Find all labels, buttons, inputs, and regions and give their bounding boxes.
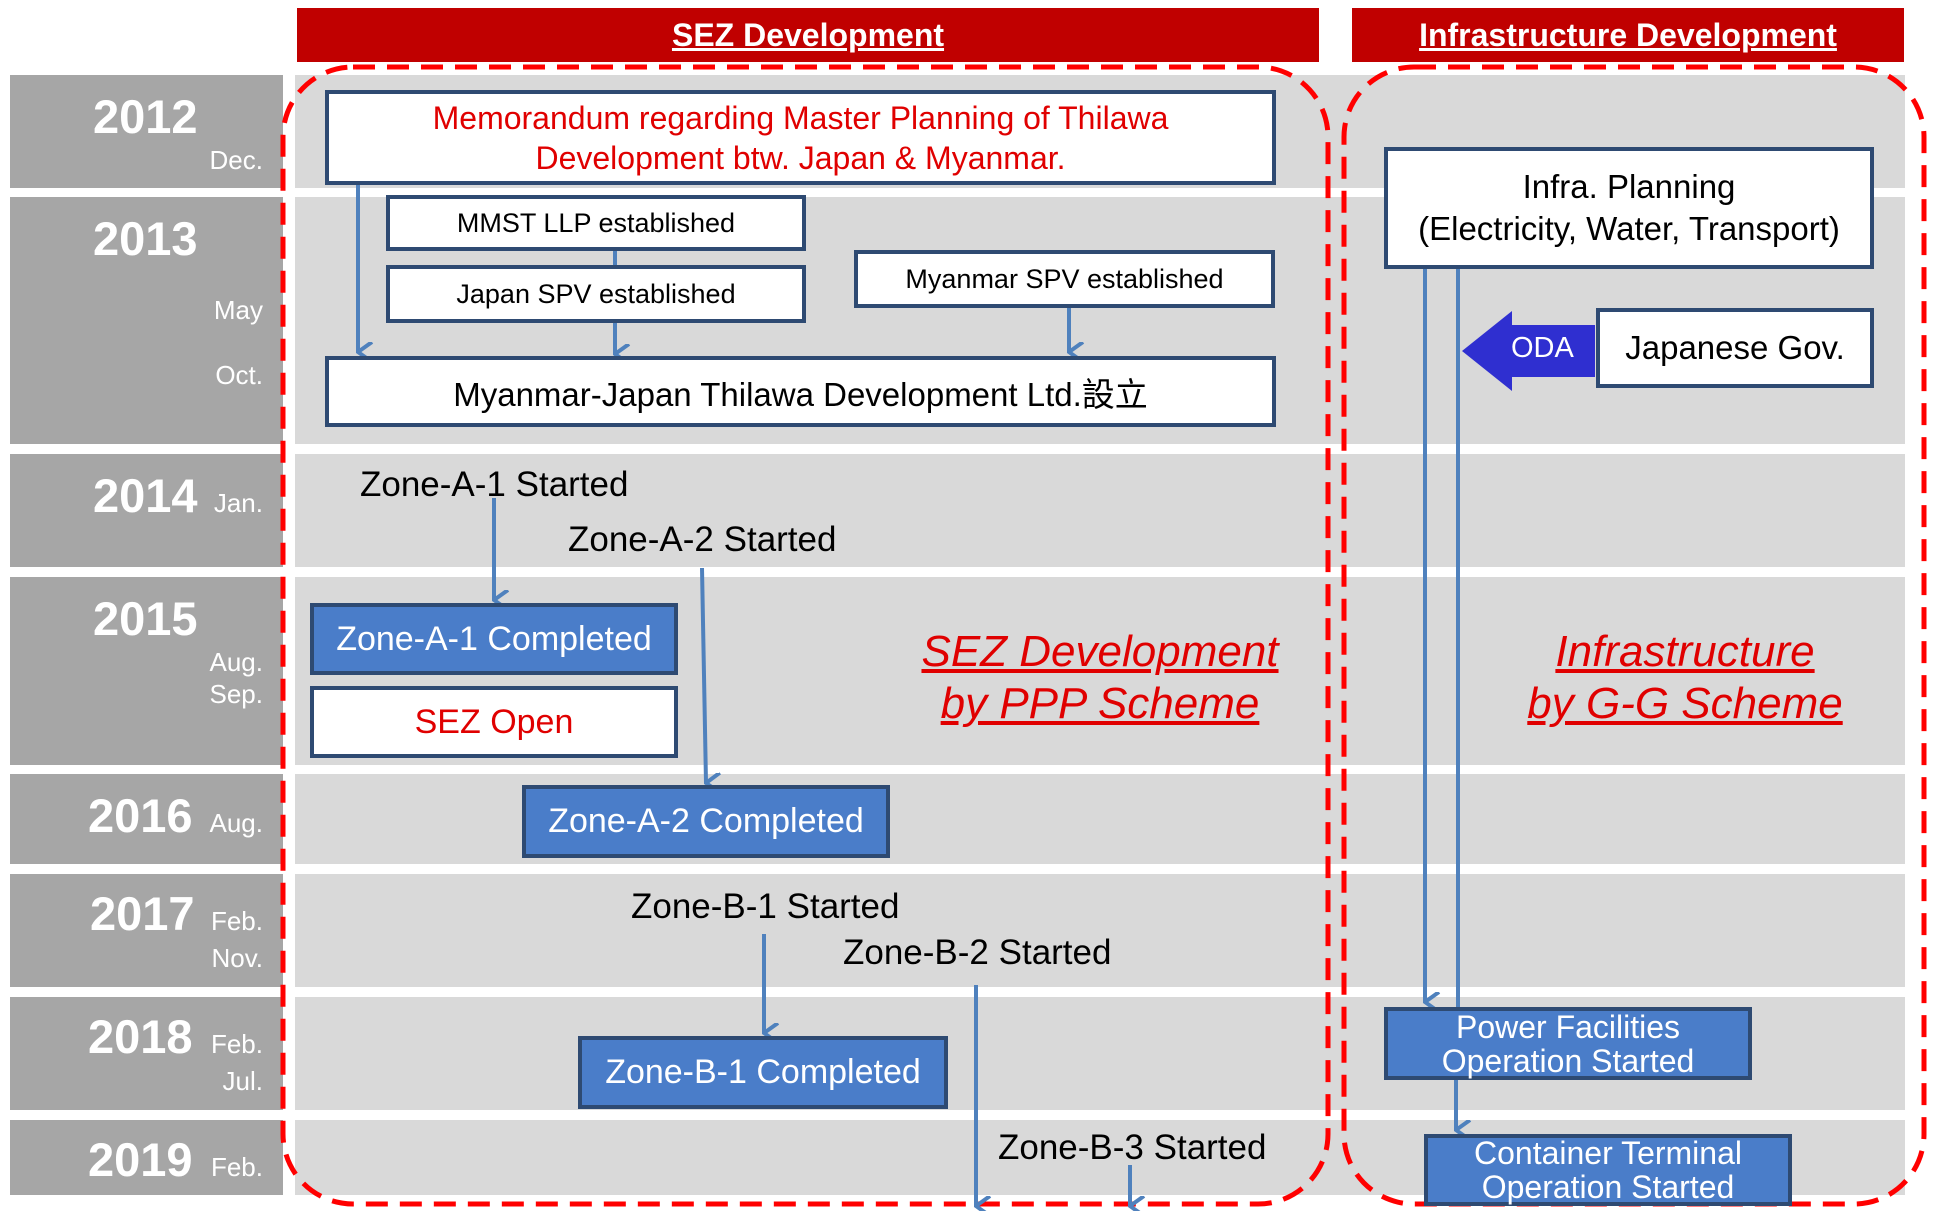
year-label: 2018 — [88, 1010, 193, 1063]
row-band-2014 — [295, 454, 1905, 567]
month-label: Oct. — [215, 360, 263, 390]
sez-region-border — [280, 64, 1331, 1207]
year-label: 2017 — [90, 887, 195, 940]
japan-spv-box: Japan SPV established — [386, 265, 806, 323]
year-label: 2019 — [88, 1133, 193, 1186]
zone-a2-completed-box: Zone-A-2 Completed — [522, 785, 890, 858]
year-row-2018: 2018 Feb. Jul. — [10, 997, 283, 1110]
infra-scheme-label: Infrastructure by G-G Scheme — [1480, 626, 1890, 730]
infra-scheme-line1: Infrastructure — [1555, 627, 1815, 676]
myanmar-spv-box: Myanmar SPV established — [854, 250, 1275, 308]
arrow-a2-started-to-completed — [700, 567, 706, 783]
year-row-2016: 2016 Aug. — [10, 774, 283, 864]
year-label: 2014 — [93, 469, 198, 522]
container-line1: Container Terminal — [1474, 1135, 1742, 1171]
oda-arrow-shape — [1462, 311, 1595, 391]
zone-b1-completed-box: Zone-B-1 Completed — [578, 1036, 948, 1109]
oda-label: ODA — [1511, 332, 1574, 364]
year-row-2017: 2017 Feb. Nov. — [10, 874, 283, 987]
memorandum-box: Memorandum regarding Master Planning of … — [325, 90, 1276, 185]
year-label: 2012 — [93, 90, 198, 143]
sez-scheme-line1: SEZ Development — [921, 627, 1279, 676]
infrastructure-development-header: Infrastructure Development — [1352, 8, 1904, 62]
year-label: 2013 — [93, 212, 198, 265]
power-line1: Power Facilities — [1455, 1008, 1681, 1045]
mmst-llp-box: MMST LLP established — [386, 195, 806, 251]
year-row-2013: 2013 May Oct. — [10, 197, 283, 444]
month-label: Feb. — [210, 906, 263, 936]
year-label: 2016 — [88, 789, 193, 842]
infra-planning-line2: (Electricity, Water, Transport) — [1418, 210, 1840, 247]
container-terminal-box: Container Terminal Operation Started — [1424, 1134, 1792, 1206]
mjtd-box: Myanmar-Japan Thilawa Development Ltd.設立 — [325, 356, 1276, 427]
power-line2: Operation Started — [1441, 1042, 1695, 1079]
zone-a1-started-label: Zone-A-1 Started — [360, 465, 629, 504]
month-label: Aug. — [209, 647, 264, 677]
infra-planning-line1: Infra. Planning — [1522, 168, 1736, 205]
month-label: Sep. — [209, 679, 264, 709]
zone-a2-started-label: Zone-A-2 Started — [568, 520, 837, 559]
year-row-2012: 2012 Dec. — [10, 75, 283, 188]
month-label: Aug. — [209, 808, 264, 838]
container-line2: Operation Started — [1481, 1169, 1735, 1205]
month-label: Jan. — [213, 488, 263, 518]
zone-b3-started-label: Zone-B-3 Started — [998, 1128, 1267, 1167]
power-facilities-box: Power Facilities Operation Started — [1384, 1007, 1752, 1080]
year-label: 2015 — [93, 592, 198, 645]
month-label: Feb. — [210, 1029, 263, 1059]
row-band-2017 — [295, 874, 1905, 987]
sez-development-header: SEZ Development — [297, 8, 1319, 62]
sez-scheme-line2: by PPP Scheme — [940, 679, 1260, 728]
year-row-2019: 2019 Feb. — [10, 1120, 283, 1195]
sez-scheme-label: SEZ Development by PPP Scheme — [900, 626, 1300, 730]
zone-b1-started-label: Zone-B-1 Started — [631, 887, 900, 926]
zone-a1-completed-box: Zone-A-1 Completed — [310, 603, 678, 675]
infra-planning-box: Infra. Planning (Electricity, Water, Tra… — [1384, 147, 1874, 269]
japanese-gov-box: Japanese Gov. — [1596, 308, 1874, 388]
zone-b2-started-label: Zone-B-2 Started — [843, 933, 1112, 972]
year-row-2014: 2014 Jan. — [10, 454, 283, 567]
month-label: Feb. — [210, 1152, 263, 1182]
month-label: Jul. — [222, 1066, 263, 1096]
infra-scheme-line2: by G-G Scheme — [1527, 679, 1843, 728]
month-label: May — [213, 295, 263, 325]
year-row-2015: 2015 Aug. Sep. — [10, 577, 283, 765]
month-label: Dec. — [209, 145, 263, 175]
sez-open-box: SEZ Open — [310, 686, 678, 758]
month-label: Nov. — [211, 943, 263, 973]
